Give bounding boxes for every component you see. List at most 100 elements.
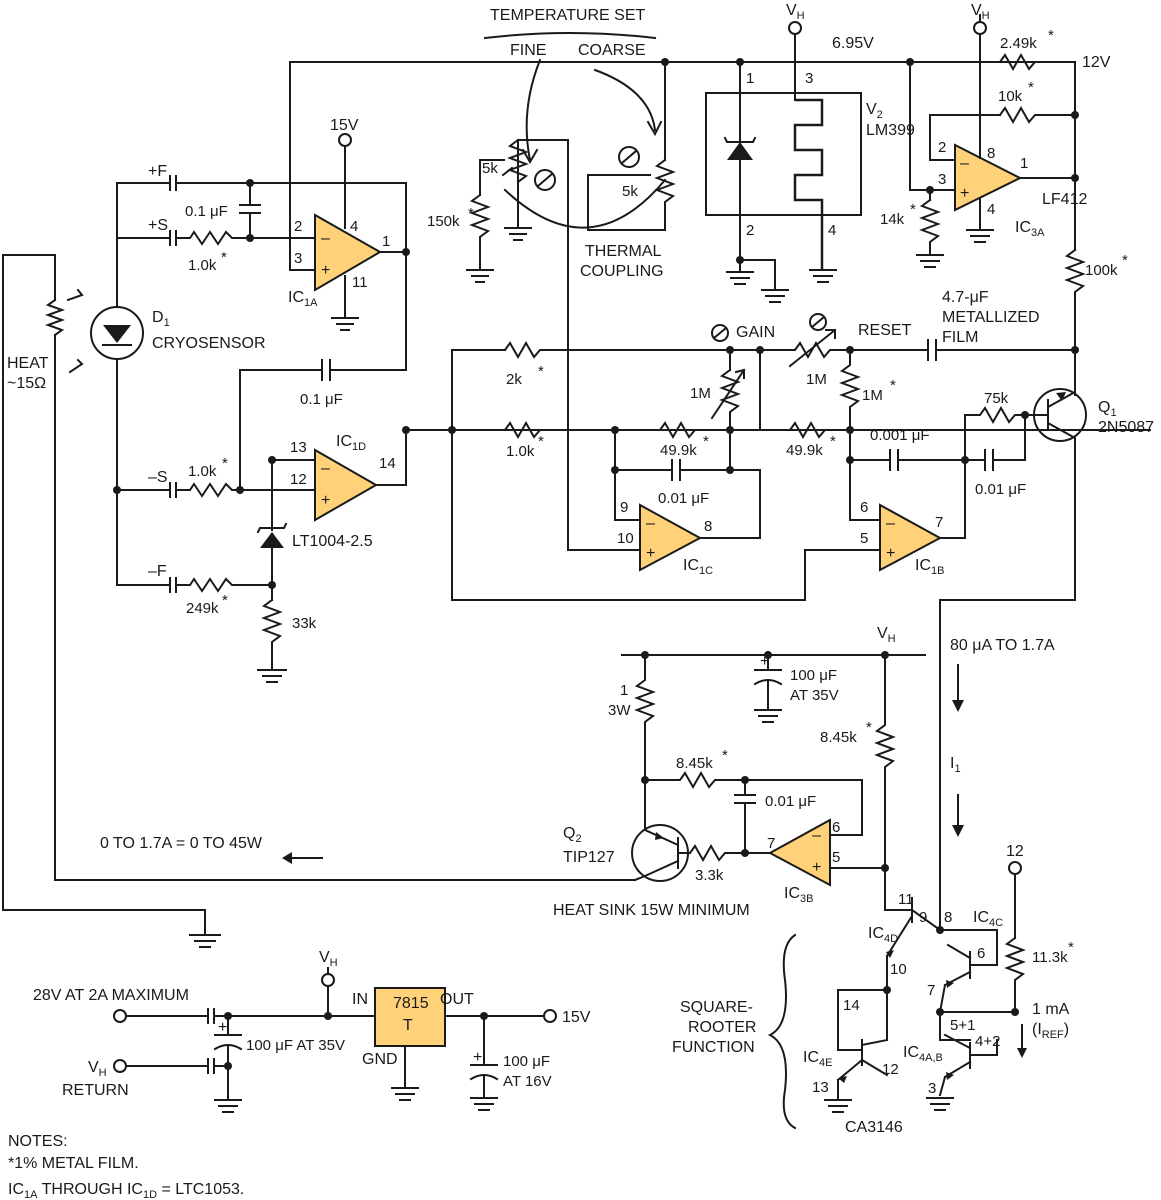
svg-text:13: 13 bbox=[812, 1079, 829, 1096]
q1-label: Q1 bbox=[1098, 399, 1117, 419]
lm399-vh: VH bbox=[786, 2, 805, 22]
svg-text:7: 7 bbox=[935, 514, 943, 531]
svg-text:–: – bbox=[960, 155, 969, 172]
heat-sink-label: HEAT SINK 15W MINIMUM bbox=[553, 902, 750, 919]
ic1d-opamp: – + 13 12 14 IC1D bbox=[268, 426, 1151, 531]
svg-text:*: * bbox=[703, 433, 709, 450]
r-10k: 10k bbox=[998, 88, 1023, 105]
ic1b-opamp: 0.001 μF 0.01 μF 75k – + 6 5 7 IC1B bbox=[451, 390, 1029, 601]
lm399-reference: 1 2 3 4 VH 6.95V V2 LM399 bbox=[664, 2, 1076, 303]
cap-0.1uf-b: 0.1 μF bbox=[239, 359, 407, 491]
power-supply: 28V AT 2A MAXIMUM + 100 μF AT 35V VH RET… bbox=[33, 949, 591, 1113]
reset-label: RESET bbox=[858, 322, 912, 339]
ic1a-15v: 15V bbox=[330, 117, 359, 134]
r-8k45-a: 8.45k bbox=[820, 729, 857, 746]
v2-label: V2 bbox=[866, 101, 883, 121]
svg-text:7: 7 bbox=[767, 835, 775, 852]
svg-text:4: 4 bbox=[828, 222, 836, 239]
square-label-1: SQUARE- bbox=[680, 999, 753, 1016]
svg-text:4: 4 bbox=[350, 218, 358, 235]
cryosensor-diode: D1 CRYOSENSOR bbox=[90, 182, 266, 586]
cryosensor-label: CRYOSENSOR bbox=[152, 335, 266, 352]
r-249k: 249k bbox=[186, 600, 219, 617]
r-1m-gain: 1M bbox=[690, 385, 711, 402]
svg-text:+: + bbox=[646, 545, 655, 562]
svg-text:3: 3 bbox=[294, 250, 302, 267]
svg-text:*: * bbox=[222, 455, 228, 472]
lf412-label: LF412 bbox=[1042, 191, 1087, 208]
c-100uf-16v-1: 100 μF bbox=[503, 1053, 550, 1070]
svg-text:8: 8 bbox=[944, 909, 952, 926]
svg-text:*: * bbox=[830, 433, 836, 450]
svg-text:1: 1 bbox=[382, 233, 390, 250]
svg-text:4: 4 bbox=[987, 201, 995, 218]
svg-text:3: 3 bbox=[805, 70, 813, 87]
plus-f-label: +F bbox=[148, 163, 167, 180]
p12-supply: 12 bbox=[1006, 843, 1024, 860]
c-0.01uf-b: 0.01 μF bbox=[975, 481, 1026, 498]
svg-text:12: 12 bbox=[882, 1061, 899, 1078]
vh-return-vh: VH bbox=[88, 1059, 107, 1079]
svg-text:*: * bbox=[910, 201, 916, 218]
svg-text:14: 14 bbox=[843, 997, 860, 1014]
svg-text:+: + bbox=[886, 545, 895, 562]
svg-text:13: 13 bbox=[290, 439, 307, 456]
c-100uf-35v-1: 100 μF bbox=[790, 667, 837, 684]
svg-text:*: * bbox=[1122, 252, 1128, 269]
svg-text:*: * bbox=[1028, 79, 1034, 96]
svg-text:5+1: 5+1 bbox=[950, 1017, 975, 1034]
svg-text:3: 3 bbox=[928, 1080, 936, 1097]
r-14k: 14k bbox=[880, 211, 905, 228]
r-49k9-a: 49.9k bbox=[660, 442, 697, 459]
c-0.01uf-a: 0.01 μF bbox=[658, 490, 709, 507]
ic3b-label: IC3B bbox=[784, 885, 813, 905]
plus-s-label: +S bbox=[148, 217, 168, 234]
svg-text:10: 10 bbox=[890, 961, 907, 978]
svg-text:+: + bbox=[812, 859, 821, 876]
ic3a-opamp: – + 10k * 2.49k * 12V 14k * VH 2 3 8 4 1… bbox=[880, 2, 1128, 396]
svg-text:*: * bbox=[722, 747, 728, 764]
r-75k: 75k bbox=[984, 390, 1009, 407]
reg-name-1: 7815 bbox=[393, 995, 429, 1012]
c-0.001uf: 0.001 μF bbox=[870, 427, 930, 444]
sense-force-lines: +F +S 1.0k * 0.1 μF bbox=[116, 163, 407, 274]
svg-text:+: + bbox=[960, 185, 969, 202]
svg-text:10: 10 bbox=[617, 530, 634, 547]
ic1c-label: IC1C bbox=[683, 557, 713, 577]
r-1ohm: 1 bbox=[620, 682, 628, 699]
reg-in-label: IN bbox=[352, 991, 368, 1008]
v695-label: 6.95V bbox=[832, 35, 874, 52]
r-8k45-b: 8.45k bbox=[676, 755, 713, 772]
square-label-3: FUNCTION bbox=[672, 1039, 755, 1056]
heat-range-label: 0 TO 1.7A = 0 TO 45W bbox=[100, 835, 263, 852]
svg-text:5: 5 bbox=[860, 530, 868, 547]
ic1b-label: IC1B bbox=[915, 557, 944, 577]
ic4e-label: IC4E bbox=[803, 1049, 832, 1069]
heat-ohms-label: ~15Ω bbox=[7, 375, 46, 392]
square-label-2: ROOTER bbox=[688, 1019, 756, 1036]
lt1004-reference: LT1004-2.5 33k bbox=[256, 522, 373, 683]
square-rooter: 11 9 8 IC4D 10 14 12 13 IC4E CA3146 6 7 … bbox=[672, 843, 1074, 1136]
vh-return-label: RETURN bbox=[62, 1082, 129, 1099]
r-11k3: 11.3k bbox=[1032, 949, 1068, 966]
svg-text:11: 11 bbox=[898, 891, 914, 908]
svg-text:*: * bbox=[890, 377, 896, 394]
q2-label: Q2 bbox=[563, 825, 582, 845]
reg-name-2: T bbox=[403, 1017, 413, 1034]
svg-text:0.1 μF: 0.1 μF bbox=[300, 391, 343, 408]
r-2k: 2k bbox=[506, 371, 522, 388]
svg-text:*: * bbox=[1068, 939, 1074, 956]
notes: NOTES: *1% METAL FILM. IC1A THROUGH IC1D… bbox=[8, 1133, 244, 1200]
svg-text:5: 5 bbox=[832, 849, 840, 866]
svg-text:9: 9 bbox=[620, 499, 628, 516]
heater-drive: VH 1 3W + 100 μF AT 35V 8.45k * 8.45k * … bbox=[100, 625, 926, 919]
svg-text:14: 14 bbox=[379, 455, 396, 472]
svg-text:7: 7 bbox=[927, 982, 935, 999]
r-100k: 100k bbox=[1085, 262, 1118, 279]
c-100uf-35v-b: 100 μF AT 35V bbox=[246, 1037, 345, 1054]
svg-text:9: 9 bbox=[919, 909, 927, 926]
r-5k-b: 5k bbox=[622, 183, 638, 200]
r-150k: 150k bbox=[427, 213, 460, 230]
notes-title: NOTES: bbox=[8, 1133, 68, 1150]
